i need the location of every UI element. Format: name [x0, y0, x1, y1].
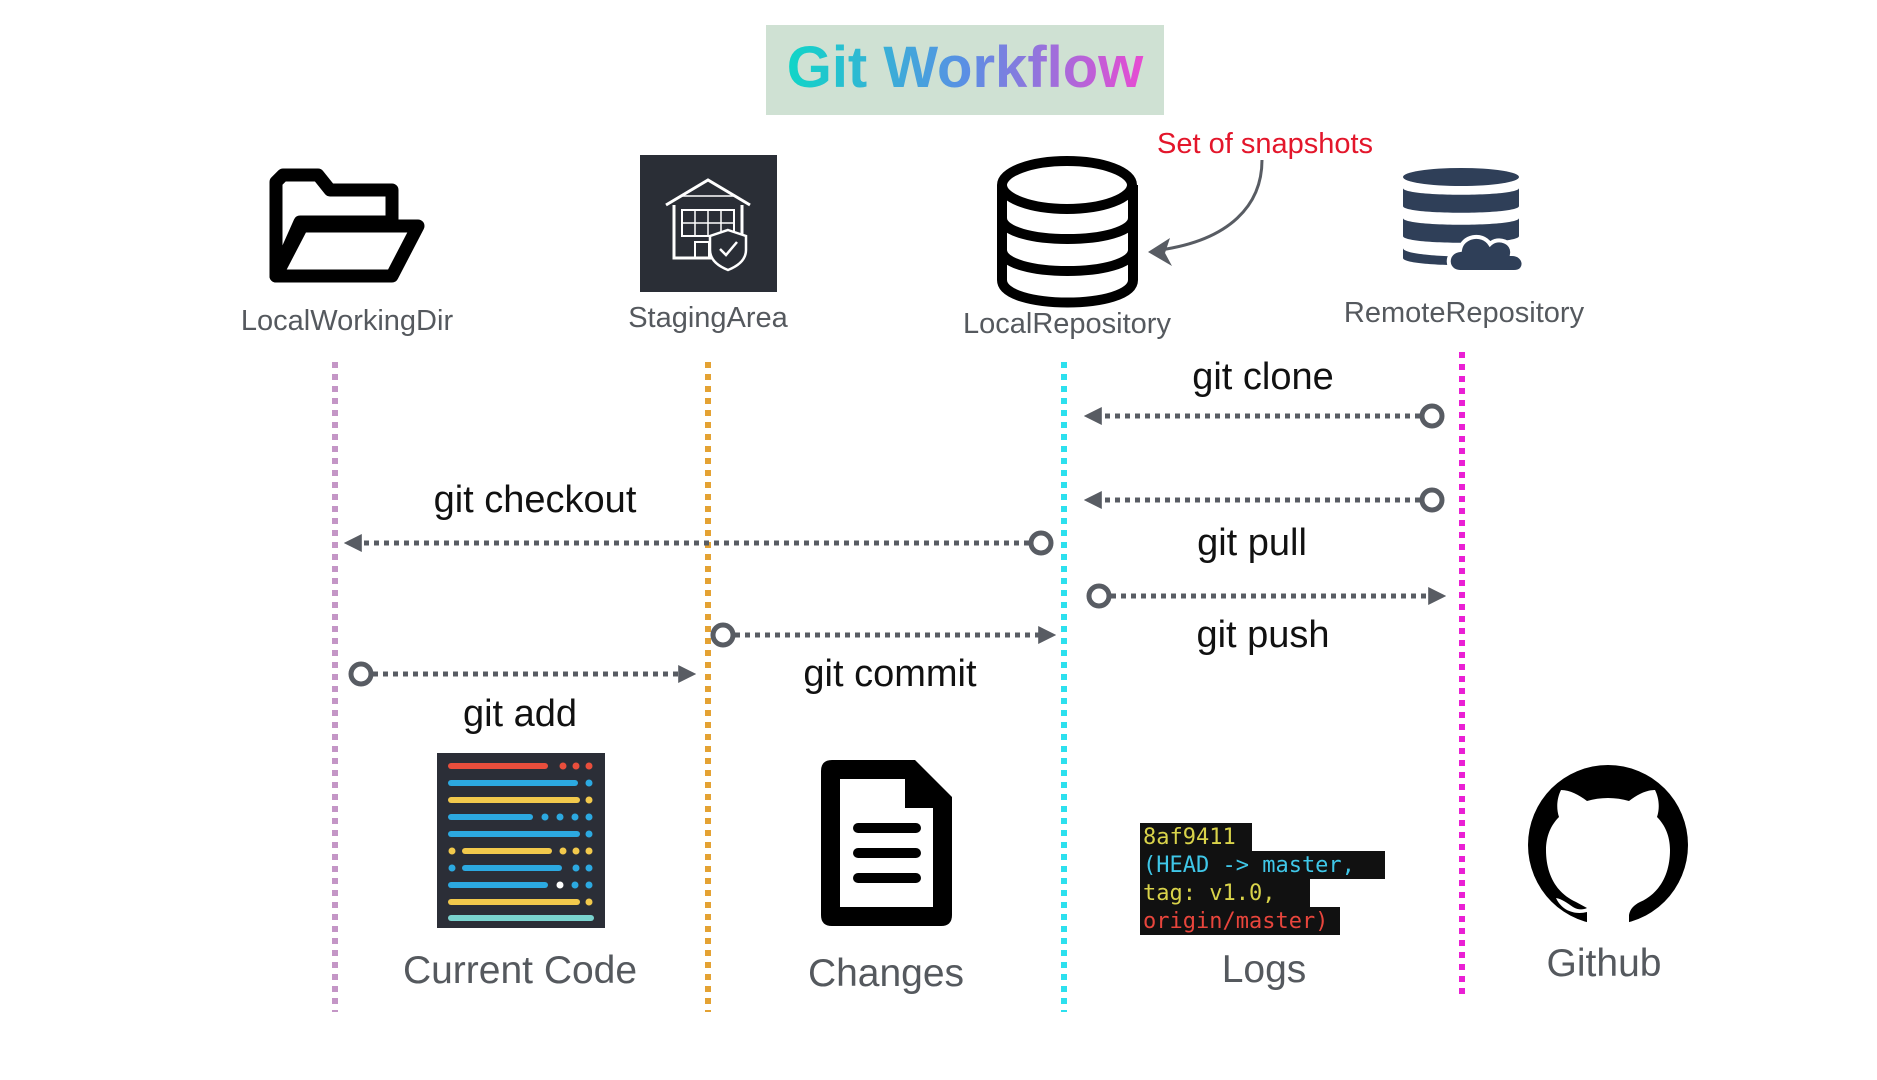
area-label-remote-repository: RemoteRepository	[1344, 297, 1585, 329]
arrow-git-push	[1086, 583, 1447, 609]
area-label-local-working-dir: LocalWorkingDir	[241, 305, 454, 337]
bottom-label-changes: Changes	[808, 952, 964, 995]
log-line-tag: tag: v1.0,	[1143, 881, 1275, 906]
bottom-label-current-code: Current Code	[403, 949, 637, 992]
page-title: Git Workflow	[787, 35, 1144, 100]
area-label-local-repository: LocalRepository	[963, 308, 1171, 340]
title-block: Git Workflow	[766, 25, 1164, 115]
bottom-label-logs: Logs	[1222, 948, 1307, 991]
warehouse-shield-icon	[640, 155, 777, 292]
command-label-git-clone: git clone	[1192, 356, 1334, 398]
command-label-git-add: git add	[463, 693, 577, 735]
command-label-git-push: git push	[1196, 614, 1329, 656]
bottom-label-github: Github	[1547, 942, 1662, 985]
arrow-git-checkout	[343, 530, 1054, 556]
annotation-arrow-curve	[1159, 159, 1264, 252]
log-line-head: (HEAD -> master,	[1143, 853, 1355, 878]
terminal-log-icon: 8af9411 (HEAD -> master, tag: v1.0, orig…	[1140, 823, 1385, 935]
code-editor-icon	[437, 753, 605, 928]
arrow-git-pull	[1083, 487, 1445, 513]
annotation-arrowhead	[1148, 238, 1172, 266]
arrow-git-clone	[1083, 403, 1445, 429]
arrow-git-add	[348, 661, 697, 687]
cloud-database-icon	[1403, 168, 1526, 274]
arrow-git-commit	[710, 622, 1057, 648]
document-icon	[821, 760, 952, 926]
database-icon	[997, 156, 1138, 308]
title-background	[766, 25, 1164, 115]
command-label-git-pull: git pull	[1197, 522, 1307, 564]
command-label-git-checkout: git checkout	[434, 479, 637, 521]
log-line-hash: 8af9411	[1143, 825, 1236, 850]
area-label-staging-area: StagingArea	[628, 302, 788, 334]
log-line-origin: origin/master)	[1143, 909, 1328, 934]
folder-icon	[269, 168, 425, 283]
snapshots-annotation: Set of snapshots	[1157, 128, 1373, 160]
github-icon	[1528, 765, 1688, 927]
command-label-git-commit: git commit	[803, 653, 977, 695]
